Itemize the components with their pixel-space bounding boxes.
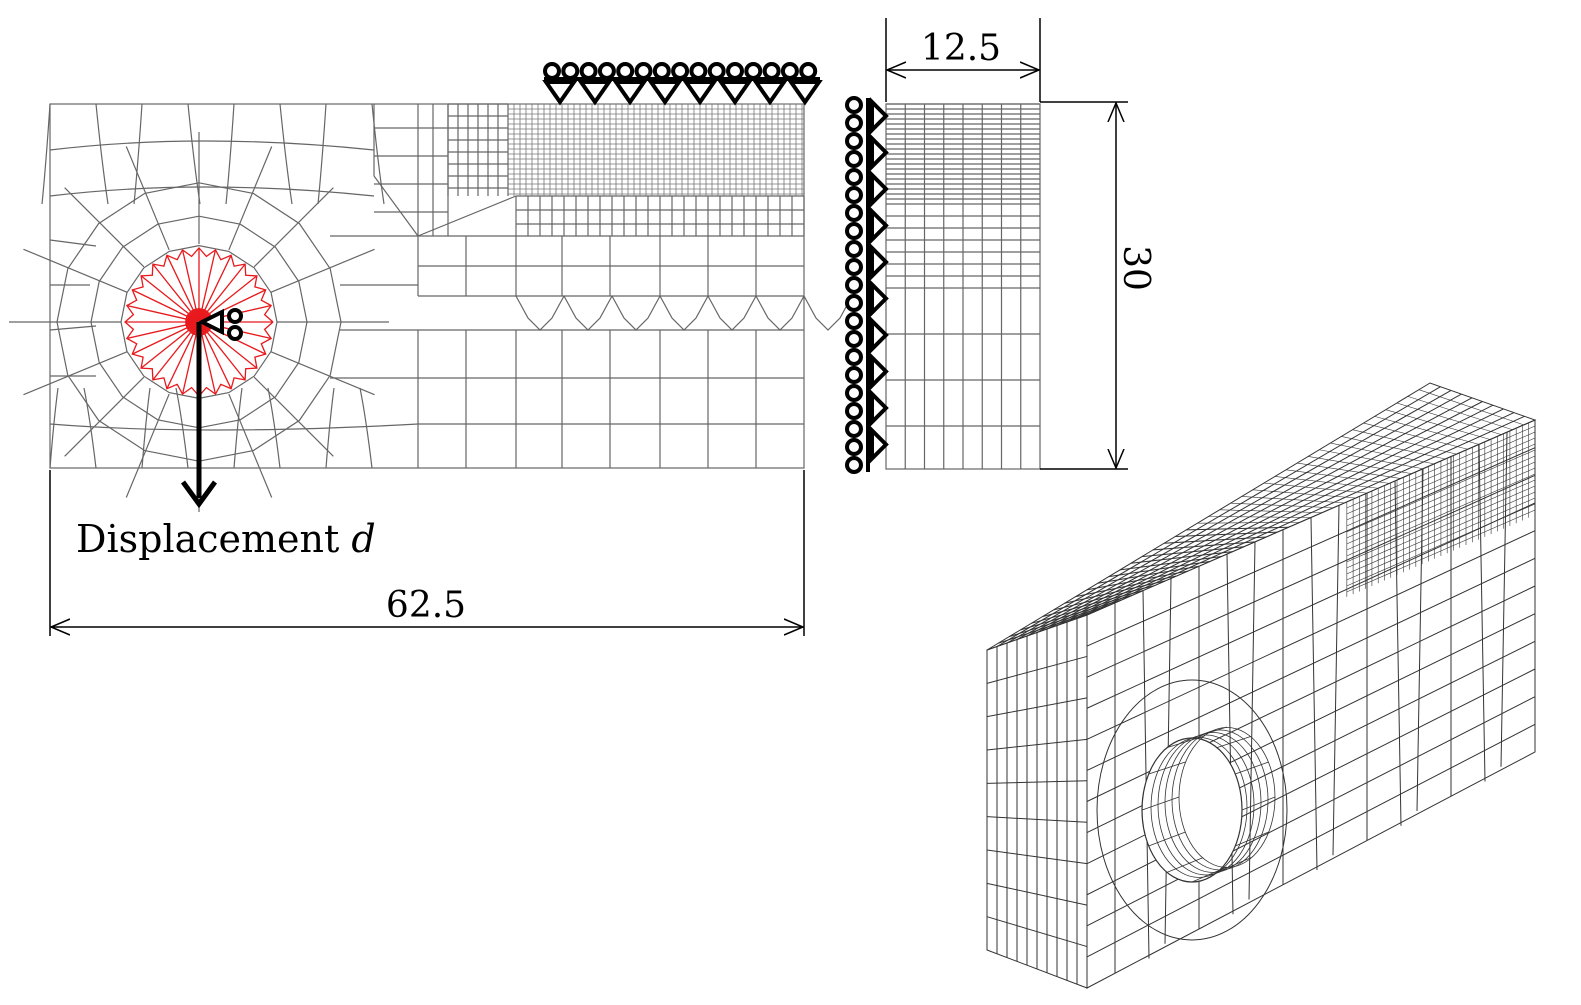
hole-load-arrows	[124, 247, 274, 397]
displacement-label: Displacement d	[76, 517, 376, 561]
left-roller-supports	[845, 96, 889, 474]
displacement-arrow	[180, 322, 218, 509]
height-dimension	[1040, 101, 1128, 470]
isometric-3d-mesh	[986, 382, 1537, 989]
length-dimension	[49, 470, 805, 636]
length-dimension-label: 62.5	[386, 585, 466, 626]
cross-section-mesh	[885, 103, 1041, 470]
top-roller-supports	[542, 62, 823, 106]
side-view-mesh	[9, 103, 853, 512]
hole-center-support	[197, 308, 243, 341]
height-dimension-label: 30	[1115, 245, 1156, 291]
width-dimension-label: 12.5	[921, 28, 1001, 69]
width-dimension	[885, 18, 1041, 102]
